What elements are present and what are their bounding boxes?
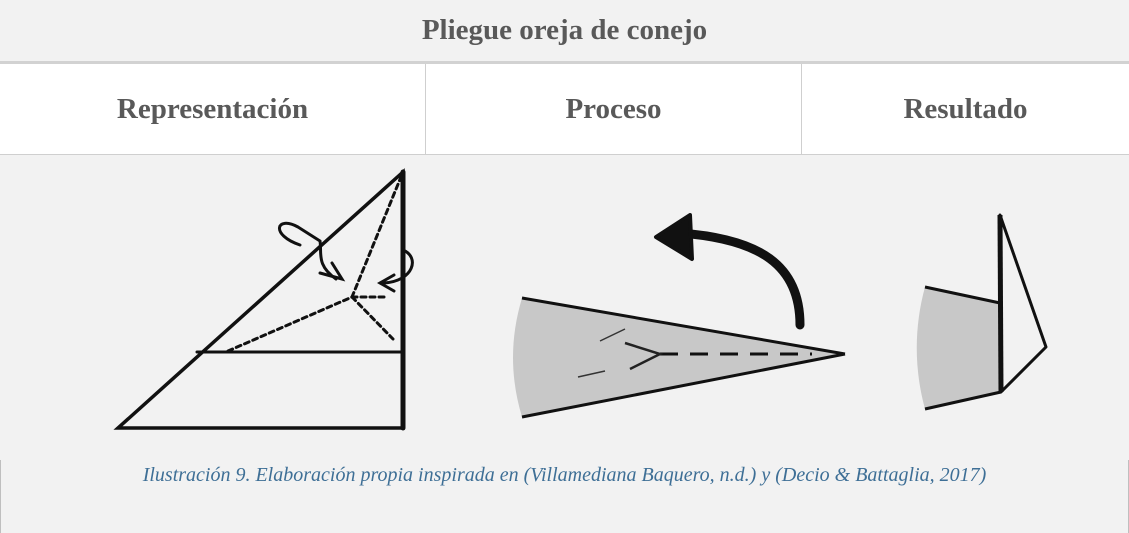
curved-arrow-head: [654, 213, 694, 261]
rabbit-ear-flap: [998, 213, 1048, 394]
process-diagram: [513, 213, 846, 419]
triangle-outline: [113, 168, 405, 430]
figure-caption: Ilustración 9. Elaboración propia inspir…: [142, 464, 987, 486]
arrow-head-left: [318, 261, 346, 282]
cone-fill: [513, 298, 845, 417]
table-header-row: Representación Proceso Resultado: [0, 64, 1129, 155]
curved-arrow: [675, 228, 805, 330]
result-diagram: [916, 213, 1048, 411]
small-arrow-upper: [599, 328, 626, 342]
illustrations-canvas: [113, 168, 1048, 431]
result-top-edge: [924, 285, 1001, 305]
fold-arrow-right: [382, 248, 414, 285]
fold-arrow-left: [278, 221, 338, 281]
header-representacion: Representación: [0, 64, 426, 154]
caption-row: Ilustración 9. Elaboración propia inspir…: [0, 460, 1129, 533]
small-arrow-lower: [577, 370, 606, 378]
arrow-head-right: [376, 273, 396, 293]
illustration-row: [0, 155, 1129, 460]
result-bottom-edge: [924, 390, 1002, 411]
cone-top-edge: [521, 296, 846, 356]
caption-left-border: [0, 460, 1, 533]
table-title-row: Pliegue oreja de conejo: [0, 0, 1129, 64]
dashed-fold-line-lower: [350, 295, 395, 341]
table-title: Pliegue oreja de conejo: [421, 14, 708, 46]
rabbit-ear-spine: [997, 214, 1004, 393]
header-proceso: Proceso: [426, 64, 802, 154]
result-gray-fill: [916, 287, 1001, 409]
header-resultado: Resultado: [903, 92, 1028, 125]
cone-bottom-edge: [521, 352, 846, 419]
fold-mark: [624, 341, 664, 371]
representation-diagram: [113, 168, 414, 431]
